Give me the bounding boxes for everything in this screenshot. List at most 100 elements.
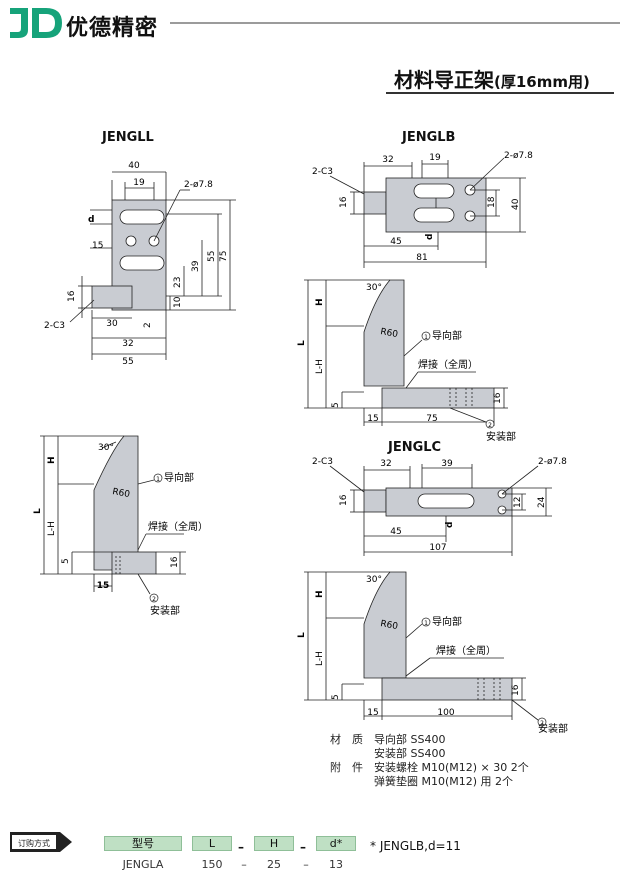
dim-55: 55 [207, 251, 217, 262]
dim-16-b-side: 16 [493, 392, 503, 404]
jenglc-plan-drawing: 32 39 2-ø7.8 2-C3 16 12 24 d 45 107 [312, 457, 567, 556]
dim-L-H-c: L-H [315, 651, 325, 666]
dim-12-c: 12 [513, 497, 523, 508]
jenglb-plan-drawing: 32 19 2-ø7.8 2-C3 16 18 40 d 45 81 [312, 151, 533, 268]
order-dash-2: – [300, 840, 306, 854]
label-chamfer-b: 2-C3 [312, 167, 333, 177]
label-weld-b: 焊接（全周） [418, 358, 478, 371]
header-divider [170, 22, 620, 24]
label-guide-part: 导向部 [164, 471, 194, 484]
dim-15-side: 15 [97, 581, 110, 591]
order-dash-1: – [238, 840, 244, 854]
order-val-d: 13 [329, 858, 343, 871]
order-val-H: 25 [267, 858, 281, 871]
callout-1: 1 [156, 476, 160, 483]
dim-15: 15 [92, 241, 103, 251]
order-badge-text: 订购方式 [18, 838, 50, 848]
spec-material-label: 材 质 [330, 733, 363, 746]
order-col-d: d* [316, 836, 356, 851]
dim-45-b: 45 [390, 237, 401, 247]
dim-100-c-side: 100 [437, 708, 454, 718]
dim-23: 23 [173, 277, 183, 288]
dim-16-c-side: 16 [511, 684, 521, 696]
dim-81-b: 81 [416, 253, 427, 263]
dim-32-b: 32 [382, 155, 393, 165]
callout-2: 2 [152, 596, 156, 603]
spec-material-guide: 导向部 SS400 [374, 733, 446, 746]
spec-parts-bolt: 安装螺栓 M10(M12) × 30 2个 [374, 761, 529, 774]
dim-30: 30 [106, 319, 118, 329]
dim-75: 75 [219, 251, 229, 262]
dim-45-c: 45 [390, 527, 401, 537]
dim-16-b: 16 [339, 196, 349, 208]
dim-L-H-b: L-H [315, 359, 325, 374]
callout-2-b: 2 [488, 422, 492, 429]
label-hole-b: 2-ø7.8 [504, 151, 533, 161]
dim-d-b: d [425, 234, 435, 240]
order-val-dash-1: – [241, 858, 247, 871]
dim-39-c: 39 [441, 459, 453, 469]
callout-1-b: 1 [424, 334, 428, 341]
brand-logo-icon [10, 8, 62, 38]
dim-5: 5 [61, 558, 71, 564]
dim-40: 40 [128, 161, 140, 171]
jengll-plan-drawing: 40 19 2-ø7.8 d 15 75 55 39 23 10 2 16 2-… [44, 161, 236, 367]
dim-16-side: 16 [170, 556, 180, 568]
label-hole-c: 2-ø7.8 [538, 457, 567, 467]
dim-19: 19 [133, 178, 145, 188]
label-weld: 焊接（全周） [148, 520, 208, 533]
dim-L-b: L [297, 340, 307, 346]
dim-55-bottom: 55 [122, 357, 133, 367]
jengll-side-drawing: 1 导向部 2 安装部 焊接（全周） R60 30° H L L-H 5 16 … [33, 435, 208, 617]
order-col-type: 型号 [104, 836, 182, 851]
dim-d-c: d [445, 522, 455, 528]
label-weld-c: 焊接（全周） [436, 644, 496, 657]
label-radius-b: R60 [379, 327, 398, 340]
label-chamfer: 2-C3 [44, 321, 65, 331]
dim-H-c: H [315, 590, 325, 598]
page-title-main: 材料导正架 [394, 68, 494, 92]
label-chamfer-c: 2-C3 [312, 457, 333, 467]
jenglc-side-drawing: 1 导向部 焊接（全周） 2 安装部 R60 30° H L L-H 5 16 … [297, 571, 568, 734]
dim-L-c: L [297, 632, 307, 638]
order-col-H: H [254, 836, 294, 851]
spec-parts-washer: 弹簧垫圈 M10(M12) 用 2个 [374, 775, 514, 788]
model-name-jenglc: JENGLC [388, 440, 442, 455]
dim-d: d [88, 215, 94, 225]
order-note: * JENGLB,d=11 [370, 839, 461, 853]
label-hole: 2-ø7.8 [184, 180, 213, 190]
label-angle-b: 30° [366, 283, 382, 293]
dim-5-c: 5 [331, 694, 341, 700]
label-mount-part-c: 安装部 [538, 722, 568, 734]
dim-19-b: 19 [429, 153, 441, 163]
spec-parts-label: 附 件 [330, 761, 363, 774]
callout-2-c: 2 [540, 720, 544, 727]
dim-24-c: 24 [537, 496, 547, 508]
dim-75-b-side: 75 [426, 414, 437, 424]
order-col-L: L [192, 836, 232, 851]
dim-18-b: 18 [487, 196, 497, 208]
jenglb-side-drawing: 1 导向部 焊接（全周） 2 安装部 R60 30° H L L-H 5 16 … [297, 279, 516, 443]
label-guide-part-c: 导向部 [432, 615, 462, 628]
label-radius-c: R60 [379, 619, 398, 632]
label-guide-part-b: 导向部 [432, 329, 462, 342]
label-angle: 30° [98, 443, 114, 453]
model-name-jengll: JENGLL [102, 130, 154, 145]
label-mount-part: 安装部 [150, 604, 180, 617]
dim-L: L [33, 508, 43, 514]
label-angle-c: 30° [366, 575, 382, 585]
dim-16-c: 16 [339, 494, 349, 506]
dim-107-c: 107 [429, 543, 446, 553]
dim-L-H: L-H [47, 521, 57, 536]
callout-1-c: 1 [424, 620, 428, 627]
dim-10: 10 [173, 296, 183, 308]
dim-H: H [47, 456, 57, 464]
spec-material-mount: 安装部 SS400 [374, 747, 446, 760]
dim-5-b: 5 [331, 402, 341, 408]
order-val-L: 150 [201, 858, 223, 871]
dim-H-b: H [315, 298, 325, 306]
page-title-sub: (厚16mm用) [494, 73, 590, 91]
dim-32-c: 32 [380, 459, 391, 469]
dim-2: 2 [143, 322, 153, 328]
title-underline [386, 92, 614, 94]
